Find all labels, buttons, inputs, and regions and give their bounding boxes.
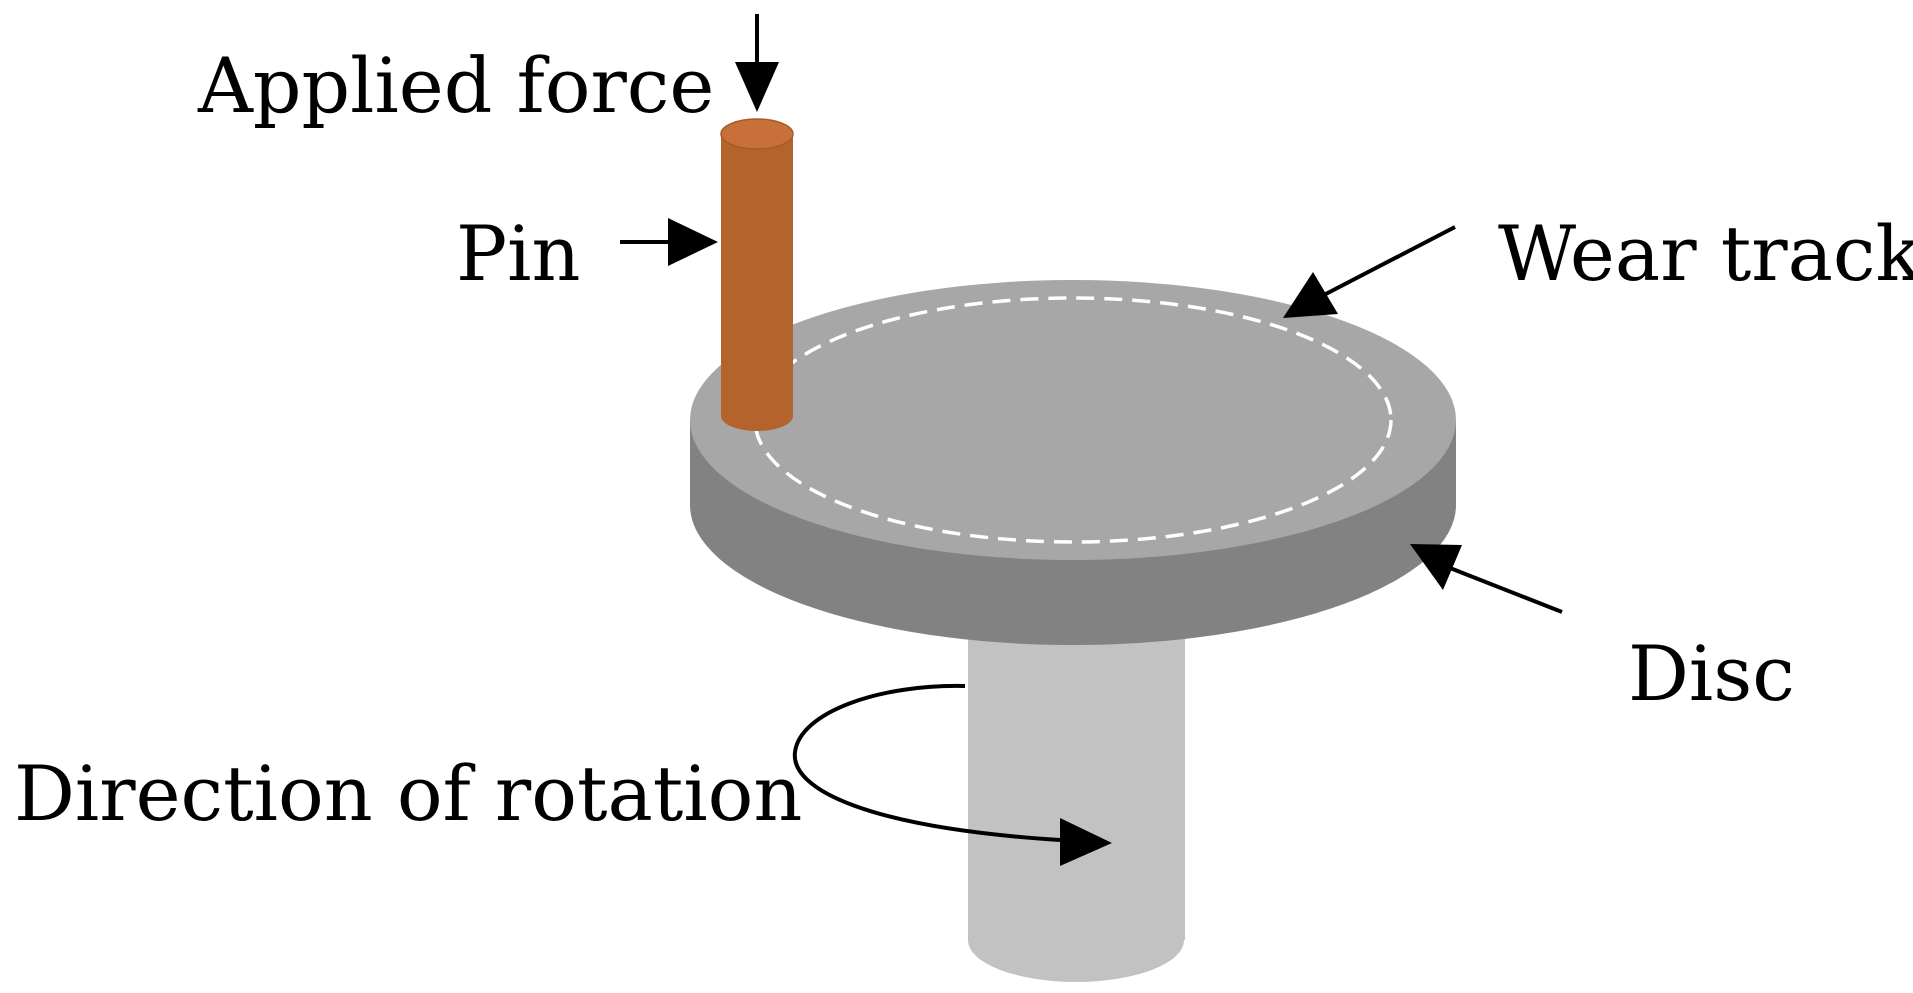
pin-label: Pin — [456, 209, 580, 298]
disc — [690, 280, 1456, 645]
direction-of-rotation-label: Direction of rotation — [14, 749, 802, 838]
disc-arrow — [1449, 566, 1563, 614]
pin-tip — [721, 401, 793, 431]
rotation-curve — [792, 683, 1061, 842]
pin-top — [720, 118, 794, 150]
wear-track-arrowhead — [1283, 272, 1338, 318]
applied-force-arrowhead — [735, 62, 779, 112]
disc-arrowhead — [1410, 544, 1462, 590]
shaft-bottom — [968, 898, 1184, 982]
wear-track — [753, 296, 1393, 544]
pin-arrowhead — [668, 218, 718, 266]
rotation-arrowhead — [1060, 818, 1112, 866]
pin — [720, 118, 794, 431]
wear-track-arrow — [1319, 225, 1456, 299]
disc-label: Disc — [1628, 629, 1795, 718]
shaft-body — [968, 600, 1185, 940]
pin-body — [721, 134, 793, 416]
applied-force-label: Applied force — [197, 41, 714, 130]
wear-track-label: Wear track — [1498, 209, 1913, 298]
arrows — [620, 14, 1563, 866]
disc-top — [690, 280, 1456, 560]
labels: Applied force Pin Wear track Disc Direct… — [14, 41, 1913, 838]
shaft — [968, 600, 1185, 982]
